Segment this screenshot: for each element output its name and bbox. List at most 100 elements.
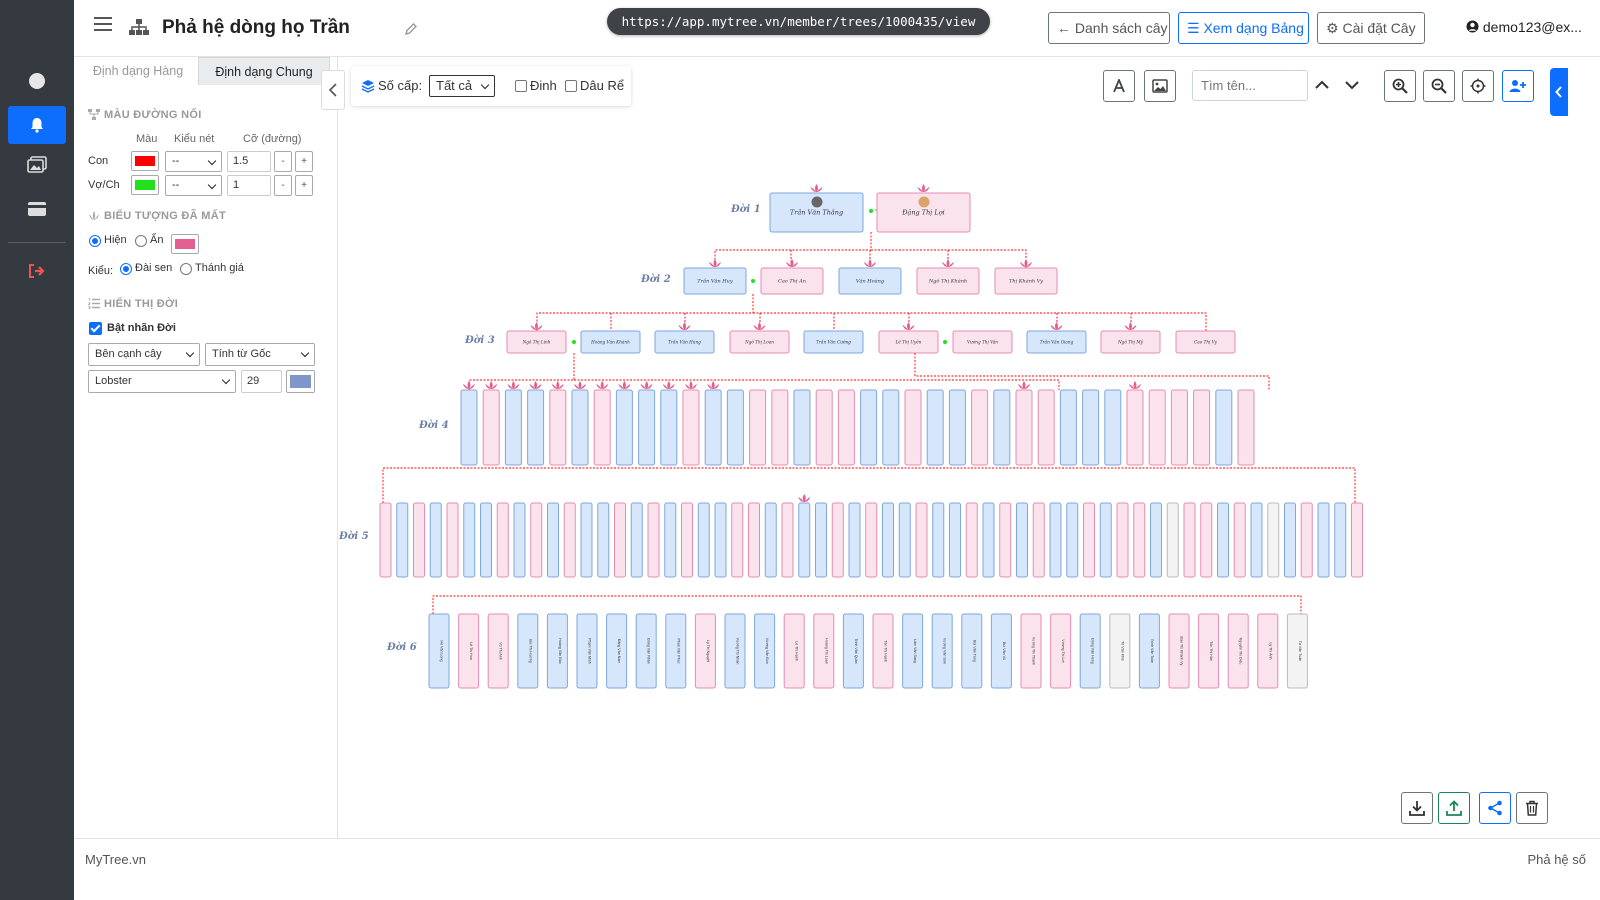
- person-name: Bùi Văn Tùng: [972, 640, 976, 662]
- person-card: [1150, 502, 1162, 578]
- bride-checkbox[interactable]: [565, 80, 577, 92]
- person-card: [1083, 502, 1095, 578]
- person-card: [724, 613, 746, 689]
- collapse-panel-button[interactable]: [321, 70, 345, 110]
- person-card: [1250, 502, 1263, 578]
- spouse-line-style-select[interactable]: --: [165, 175, 222, 196]
- profile-nav-button[interactable]: [8, 62, 66, 100]
- person-card: [1049, 502, 1062, 578]
- search-input[interactable]: [1192, 70, 1308, 101]
- person-card: [948, 389, 966, 466]
- level-select[interactable]: Tất cả: [429, 75, 495, 97]
- person-card: [1286, 613, 1308, 689]
- crosshairs-icon: [1470, 78, 1486, 94]
- person-card: [571, 389, 589, 466]
- spouse-line-width-input[interactable]: 1: [227, 175, 271, 196]
- zoom-in-button[interactable]: [1384, 70, 1416, 102]
- chevron-left-icon: [1555, 86, 1562, 98]
- person-name: Hoàng Thị Loan: [824, 638, 828, 664]
- lotus-icon: [678, 322, 691, 330]
- pin-checkbox[interactable]: [515, 80, 527, 92]
- deceased-show-radio[interactable]: [89, 235, 101, 247]
- logout-button[interactable]: [8, 252, 66, 290]
- lotus-icon: [662, 381, 675, 389]
- person-name: Cao Thị An: [778, 279, 806, 285]
- image-icon: [1152, 79, 1168, 93]
- person-card: [729, 330, 790, 354]
- person-card: [597, 502, 610, 578]
- person-card: [506, 330, 567, 354]
- tree-list-button[interactable]: ← Danh sách cây: [1048, 12, 1170, 44]
- background-image-button[interactable]: [1144, 70, 1176, 102]
- menu-toggle-icon[interactable]: [94, 17, 112, 33]
- spouse-line-color-swatch[interactable]: [131, 175, 159, 195]
- spouse-line-width-increment[interactable]: +: [295, 175, 313, 196]
- chevron-up-icon[interactable]: [1314, 78, 1330, 92]
- person-card: [458, 613, 480, 689]
- lotus-icon: [574, 381, 586, 389]
- kind-lotus-radio[interactable]: [120, 263, 132, 275]
- person-card: [665, 613, 687, 689]
- download-button[interactable]: [1401, 792, 1433, 824]
- person-card: [580, 502, 593, 578]
- spouse-dot: [751, 279, 755, 283]
- person-name: Vương Thị Lợi: [1061, 639, 1065, 662]
- person-name: Đồng Văn Hùng: [1091, 638, 1095, 664]
- circle-icon: [29, 73, 45, 89]
- person-name: Trịnh Văn Quân: [854, 638, 858, 663]
- person-card: [1138, 613, 1160, 689]
- generation-color-swatch[interactable]: [286, 370, 315, 393]
- person-card: [815, 389, 833, 466]
- generation-position-select[interactable]: Bên cạnh cây: [88, 343, 200, 366]
- lotus-icon: [529, 381, 542, 389]
- person-card: [726, 389, 744, 466]
- child-line-width-increment[interactable]: +: [295, 151, 313, 172]
- generation-font-select[interactable]: Lobster: [88, 370, 236, 393]
- generation-font-size-input[interactable]: 29: [241, 370, 282, 393]
- chevron-down-icon[interactable]: [1344, 78, 1360, 92]
- deceased-hide-radio[interactable]: [135, 235, 147, 247]
- generation-count-select[interactable]: Tính từ Gốc: [205, 343, 315, 366]
- share-button[interactable]: [1479, 792, 1511, 824]
- gallery-nav-button[interactable]: [8, 146, 66, 184]
- user-circle-icon: [1466, 20, 1479, 33]
- person-name: Đồng Văn Nhân: [647, 638, 651, 664]
- lotus-icon: [1124, 322, 1137, 330]
- person-card: [527, 389, 545, 466]
- list-icon: ☰: [1187, 20, 1200, 36]
- person-card: [576, 613, 598, 689]
- user-menu[interactable]: demo123@ex...: [1466, 19, 1582, 35]
- open-right-panel-button[interactable]: [1550, 68, 1568, 116]
- person-card: [898, 502, 911, 578]
- tab-general-format[interactable]: Định dạng Chung: [198, 57, 330, 85]
- child-line-style-select[interactable]: --: [165, 151, 222, 172]
- person-card: [480, 502, 492, 578]
- person-name: Lý Thị Nguyệt: [706, 640, 710, 662]
- text-format-button[interactable]: [1103, 70, 1135, 102]
- tree-settings-button[interactable]: ⚙ Cài đặt Cây: [1317, 12, 1425, 44]
- deceased-color-swatch[interactable]: [171, 234, 199, 254]
- delete-button[interactable]: [1516, 792, 1548, 824]
- child-line-width-decrement[interactable]: -: [274, 151, 292, 172]
- child-line-color-swatch[interactable]: [131, 151, 159, 171]
- table-view-button[interactable]: ☰ Xem dạng Bảng: [1178, 12, 1309, 44]
- person-card: [1079, 613, 1101, 689]
- kind-cross-radio[interactable]: [180, 263, 192, 275]
- person-card: [993, 389, 1011, 466]
- pencil-icon[interactable]: [404, 22, 418, 36]
- upload-button[interactable]: [1438, 792, 1470, 824]
- page-title: Phả hệ dòng họ Trần: [162, 17, 350, 38]
- person-name: Ngô Thị Mỹ: [1117, 339, 1144, 344]
- tab-row-format[interactable]: Định dạng Hàng: [78, 57, 198, 85]
- tree-nav-button[interactable]: [8, 106, 66, 144]
- add-member-button[interactable]: [1502, 70, 1534, 102]
- url-pill: https://app.mytree.vn/member/trees/10004…: [607, 8, 990, 35]
- child-line-width-input[interactable]: 1.5: [227, 151, 271, 172]
- zoom-out-button[interactable]: [1423, 70, 1455, 102]
- generation-label-checkbox[interactable]: [89, 322, 102, 335]
- person-card: [1200, 502, 1213, 578]
- spouse-line-width-decrement[interactable]: -: [274, 175, 292, 196]
- payment-nav-button[interactable]: [8, 190, 66, 228]
- center-tree-button[interactable]: [1462, 70, 1494, 102]
